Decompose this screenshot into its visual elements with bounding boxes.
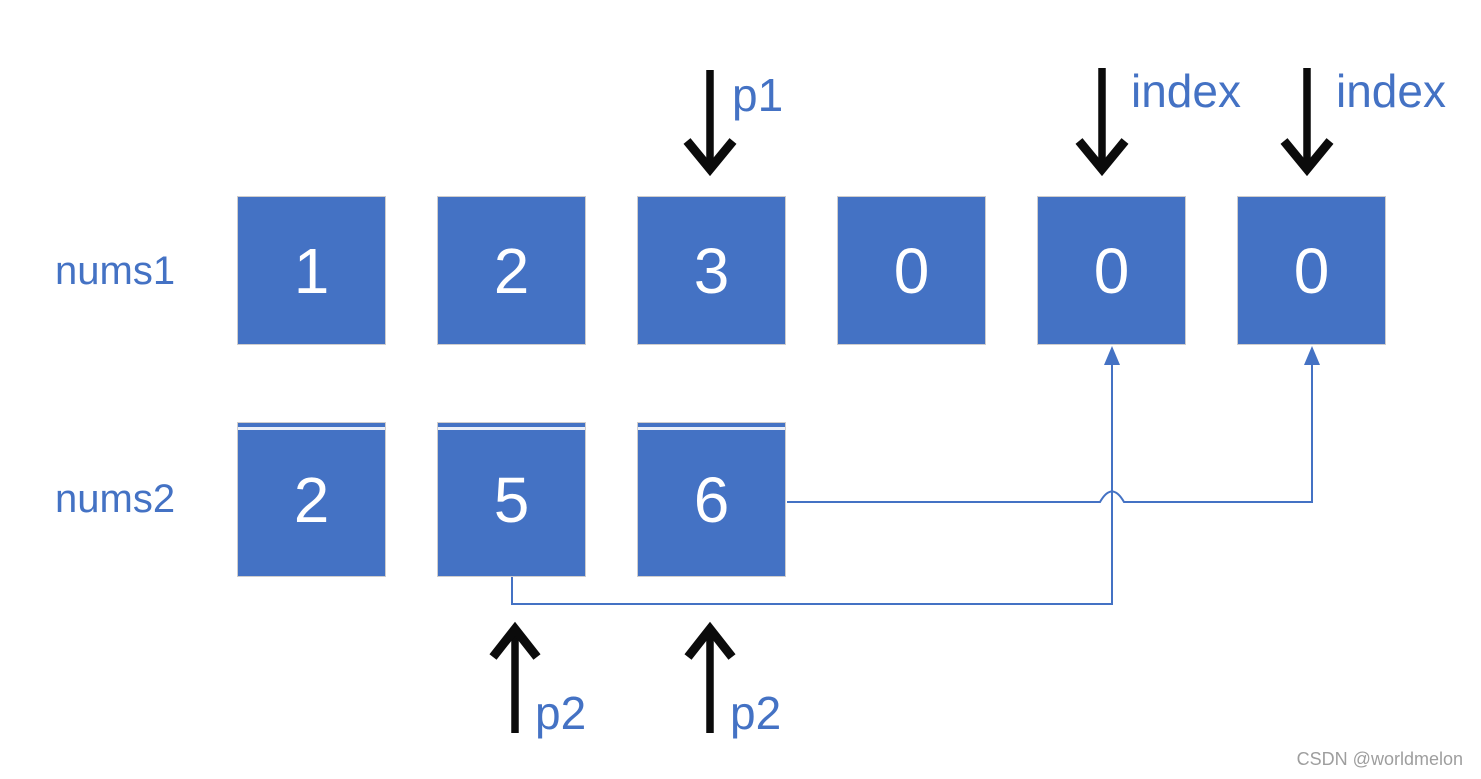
nums2-cell-2-value: 6 <box>693 463 730 536</box>
p1-down-arrow-icon <box>683 70 737 177</box>
index-right-down-arrow-icon <box>1280 68 1334 177</box>
nums1-cell-5-value: 0 <box>1293 234 1330 307</box>
nums1-cell-5: 0 <box>1237 196 1386 345</box>
nums2-cell-0-value: 2 <box>293 463 330 536</box>
connector-6-to-index-icon <box>787 346 1320 503</box>
nums1-cell-1: 2 <box>437 196 586 345</box>
nums2-cell-2: 6 <box>637 422 786 577</box>
nums2-cell-1: 5 <box>437 422 586 577</box>
nums1-row-label: nums1 <box>55 249 176 293</box>
index-left-down-arrow-icon <box>1075 68 1129 177</box>
connector-5-arrowhead-icon <box>1104 346 1120 365</box>
nums1-cell-3-value: 0 <box>893 234 930 307</box>
nums1-cell-4-value: 0 <box>1093 234 1130 307</box>
nums1-cell-1-value: 2 <box>493 234 530 307</box>
csdn-watermark: CSDN @worldmelon <box>1296 749 1463 770</box>
nums2-row-label: nums2 <box>55 477 176 521</box>
nums1-cell-2: 3 <box>637 196 786 345</box>
p2-right-up-arrow-icon <box>684 621 736 733</box>
p2-left-pointer-label: p2 <box>535 687 587 739</box>
nums1-cell-2-value: 3 <box>693 234 730 307</box>
p2-left-up-arrow-icon <box>489 621 541 733</box>
connector-6-arrowhead-icon <box>1304 346 1320 365</box>
nums1-cell-0: 1 <box>237 196 386 345</box>
nums1-cell-4: 0 <box>1037 196 1186 345</box>
index-left-pointer-label: index <box>1131 65 1241 117</box>
nums1-cell-3: 0 <box>837 196 986 345</box>
nums1-cell-0-value: 1 <box>293 234 330 307</box>
nums2-cell-1-value: 5 <box>493 463 530 536</box>
p2-right-pointer-label: p2 <box>730 687 782 739</box>
nums2-cell-0: 2 <box>237 422 386 577</box>
p1-pointer-label: p1 <box>732 69 784 121</box>
index-right-pointer-label: index <box>1336 65 1446 117</box>
connector-5-to-index-icon <box>511 346 1120 605</box>
